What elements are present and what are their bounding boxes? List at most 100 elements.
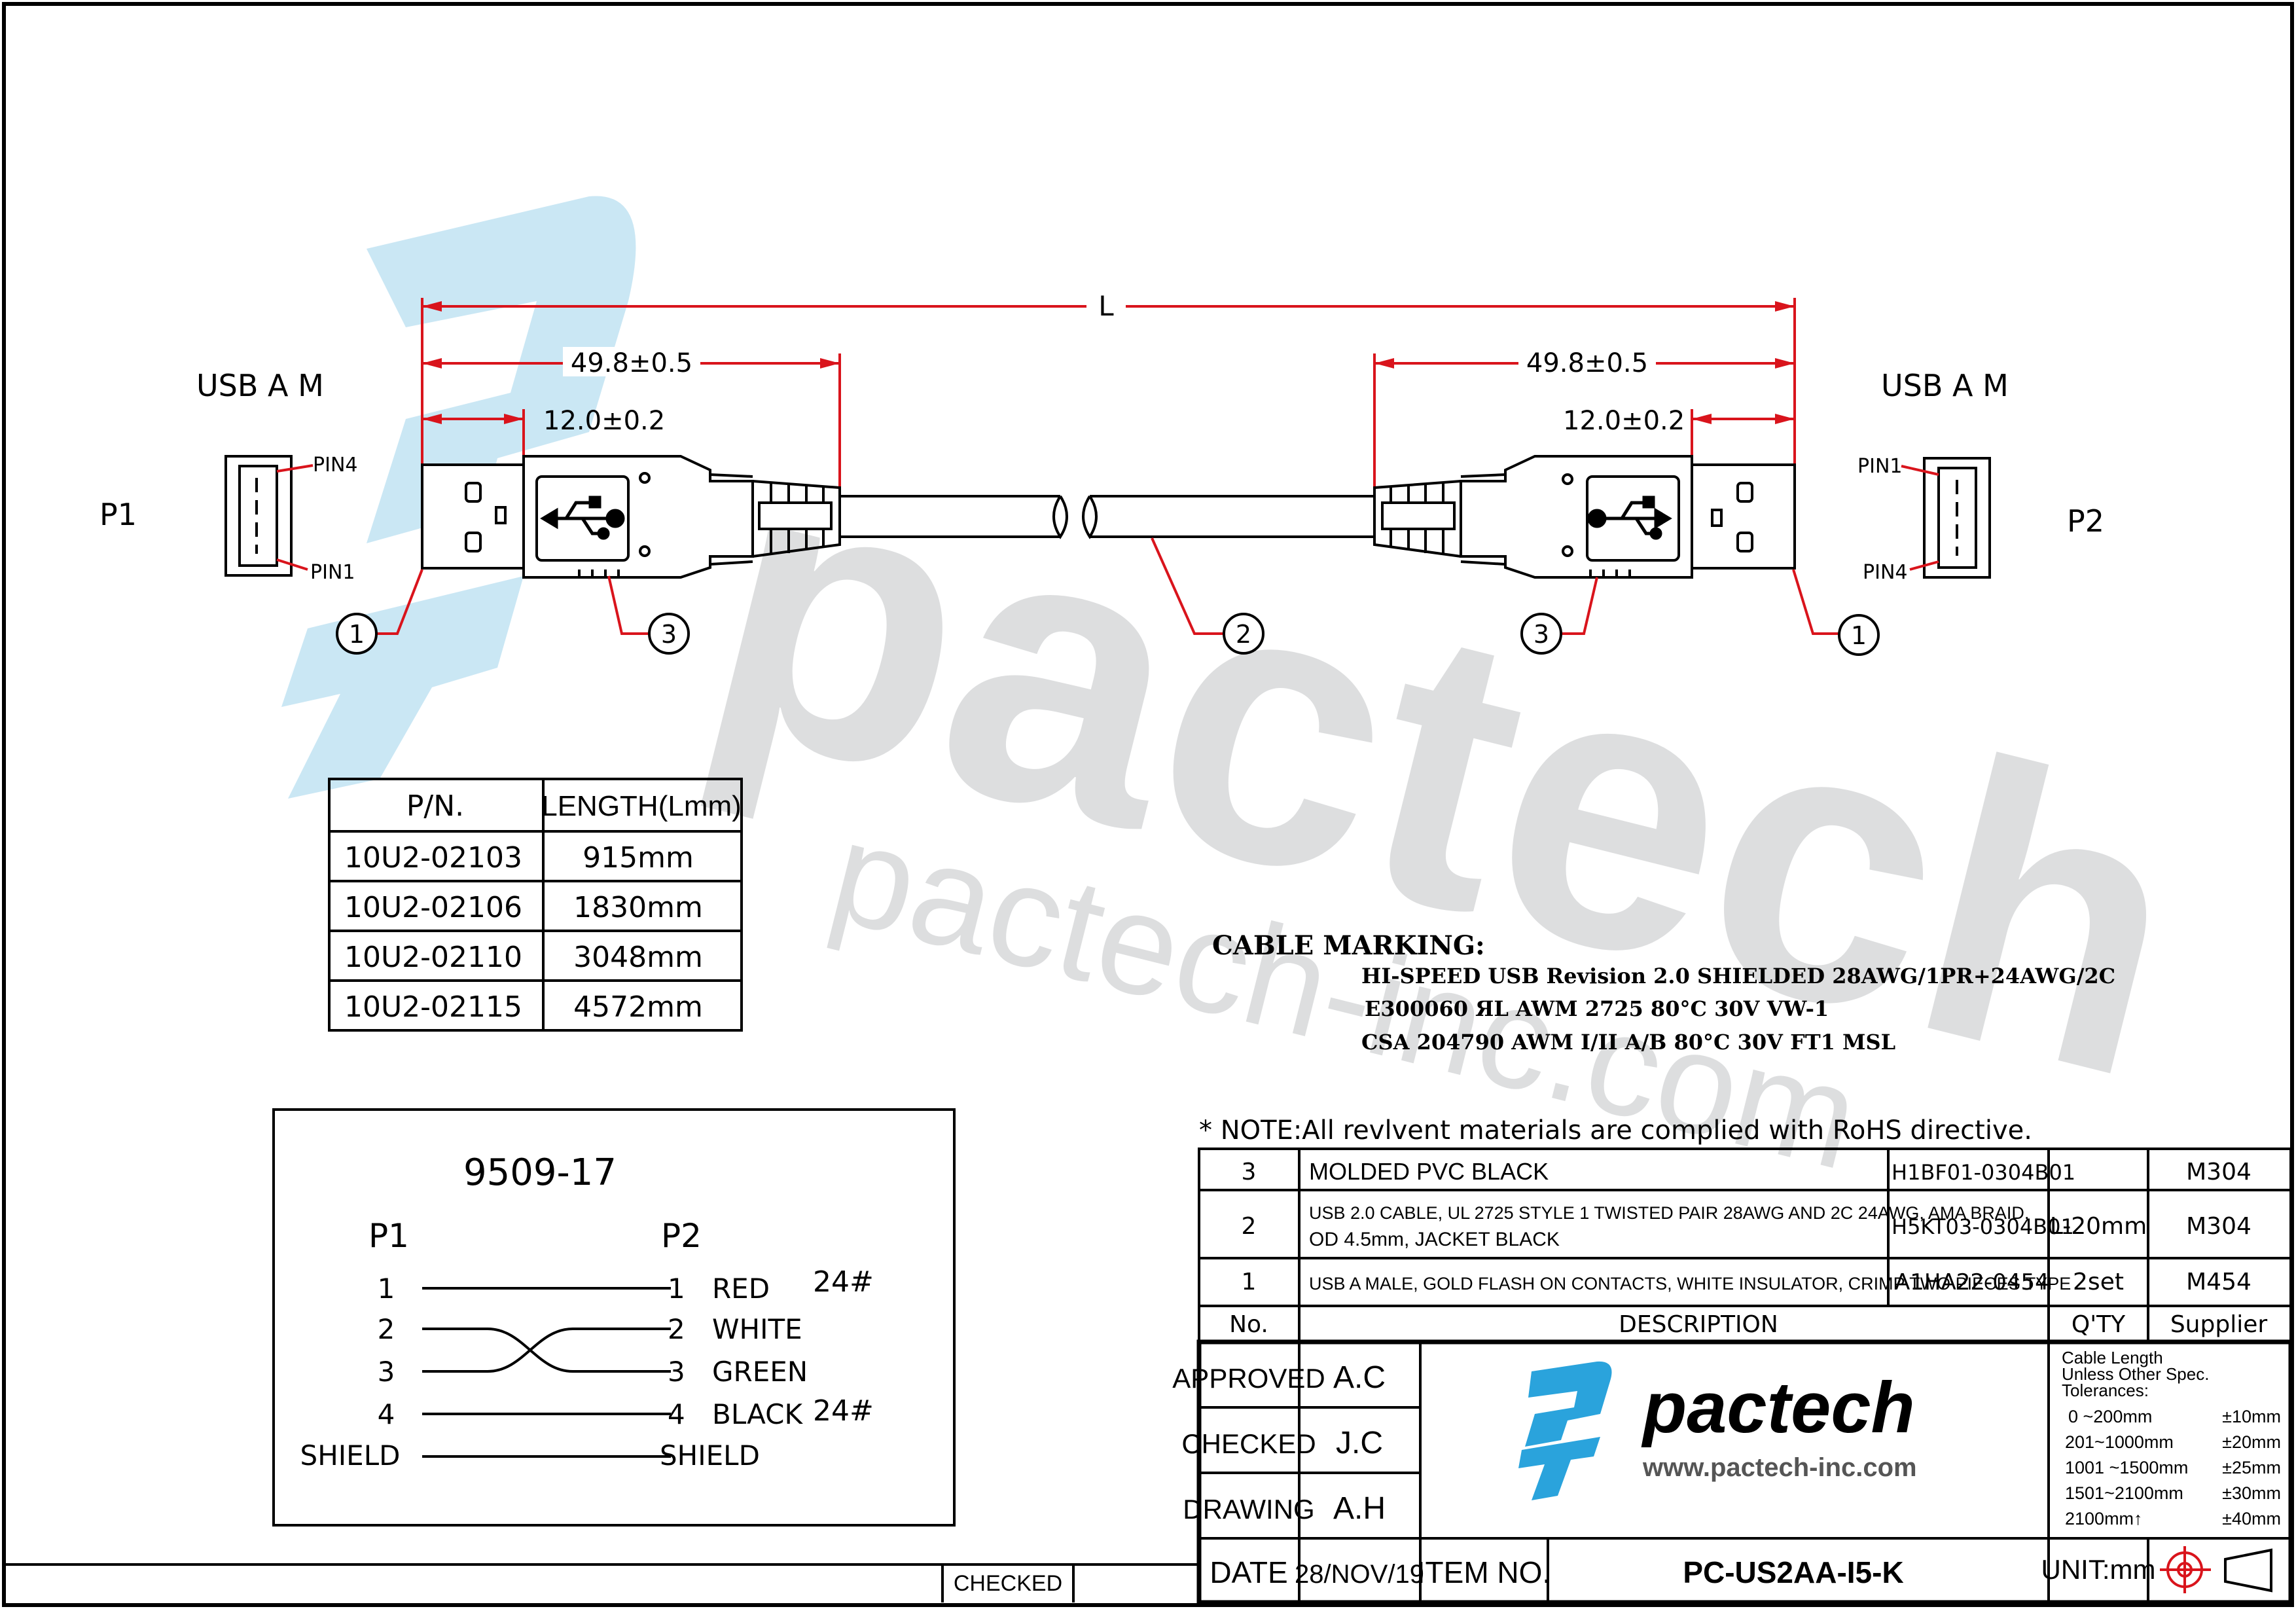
checked-value: J.C xyxy=(1336,1426,1383,1460)
projection-symbol-icon xyxy=(2160,1546,2272,1593)
usb-icon xyxy=(540,496,625,540)
bom-header-qty: Q'TY xyxy=(2072,1311,2126,1338)
tolerance-range: 1001 ~1500mm xyxy=(2065,1458,2188,1477)
left-end-view xyxy=(224,455,314,577)
length-table-pn: 10U2-02106 xyxy=(344,891,522,924)
rohs-note: * NOTE:All revlvent materials are compli… xyxy=(1199,1115,2032,1146)
wiring-title: 9509-17 xyxy=(463,1151,617,1194)
date-label: DATE xyxy=(1210,1555,1287,1589)
tolerance-value: ±25mm xyxy=(2222,1458,2281,1477)
dim-left-long: 49.8±0.5 xyxy=(571,348,692,378)
wire-color: GREEN xyxy=(712,1356,808,1388)
approved-value: A.C xyxy=(1333,1360,1386,1395)
date-value: 28/NOV/19 xyxy=(1295,1560,1424,1589)
length-table-pn: 10U2-02110 xyxy=(344,941,522,974)
length-table xyxy=(328,778,743,1032)
bom-description: MOLDED PVC BLACK xyxy=(1309,1158,1549,1185)
bom-header-no: No. xyxy=(1229,1311,1268,1338)
length-table-header-pn: P/N. xyxy=(406,789,464,823)
dim-overall-length: L xyxy=(1098,290,1114,322)
bom-description-line2: OD 4.5mm, JACKET BLACK xyxy=(1309,1229,1560,1250)
wiring-left-pin: 1 xyxy=(378,1273,395,1305)
item-no-label: ITEM NO. xyxy=(1417,1555,1551,1589)
item-no-value: PC-US2AA-I5-K xyxy=(1683,1555,1903,1589)
tolerance-value: ±20mm xyxy=(2222,1432,2281,1452)
wire-gauge: 24# xyxy=(813,1265,874,1299)
dim-right-short: 12.0±0.2 xyxy=(1563,406,1685,436)
wiring-diagram xyxy=(272,1108,956,1527)
wire-color: WHITE xyxy=(712,1313,802,1345)
bom-no: 3 xyxy=(1242,1159,1257,1185)
unit-label: UNIT:mm xyxy=(2041,1554,2156,1585)
length-table-length: 915mm xyxy=(583,841,694,875)
wire-gauge: 24# xyxy=(813,1394,874,1428)
length-table-header-length: LENGTH(Lmm) xyxy=(541,790,742,822)
wiring-left-pin: 3 xyxy=(378,1356,395,1388)
bom-supplier: M454 xyxy=(2186,1269,2251,1295)
company-name: pactech xyxy=(1641,1367,1915,1448)
wiring-right-pin: 3 xyxy=(668,1356,685,1388)
wire-color: BLACK xyxy=(712,1398,803,1430)
right-connector-type: USB A M xyxy=(1881,368,2009,403)
length-table-length: 3048mm xyxy=(573,941,703,974)
bom-header-description: DESCRIPTION xyxy=(1619,1311,1778,1338)
balloon-right-plug: 1 xyxy=(1851,621,1867,650)
wiring-left-shield: SHIELD xyxy=(300,1439,401,1472)
pactech-logo-icon xyxy=(1518,1361,1612,1500)
tolerance-title: Unless Other Spec. xyxy=(2062,1364,2209,1384)
balloon-left-mold: 3 xyxy=(661,620,677,649)
cable-marking-line: HI-SPEED USB Revision 2.0 SHIELDED 28AWG… xyxy=(1361,964,2115,988)
wiring-p1-label: P1 xyxy=(368,1217,409,1255)
wiring-right-pin: 1 xyxy=(668,1273,685,1305)
balloon-leaders xyxy=(376,537,1839,635)
bom-description: USB A MALE, GOLD FLASH ON CONTACTS, WHIT… xyxy=(1309,1274,2071,1293)
length-table-pn: 10U2-02115 xyxy=(344,990,522,1024)
checked-label: CHECKED xyxy=(1181,1428,1316,1459)
bom-qty: L-20mm xyxy=(2050,1213,2147,1240)
right-usb-plug xyxy=(1082,455,1796,579)
wiring-left-pin: 2 xyxy=(378,1313,395,1345)
length-table-length: 4572mm xyxy=(573,990,703,1024)
bom-description: USB 2.0 CABLE, UL 2725 STYLE 1 TWISTED P… xyxy=(1309,1203,2029,1223)
wiring-right-shield: SHIELD xyxy=(660,1439,760,1472)
tolerance-value: ±30mm xyxy=(2222,1483,2281,1503)
cable-marking-line: E300060 ЯL AWM 2725 80°C 30V VW-1 xyxy=(1365,996,1829,1021)
bom-header-supplier: Supplier xyxy=(2170,1311,2268,1338)
balloon-left-plug: 1 xyxy=(349,620,365,649)
title-block xyxy=(4,1339,2293,1605)
dim-right-long: 49.8±0.5 xyxy=(1526,348,1648,378)
bom-no: 2 xyxy=(1242,1213,1257,1240)
bom-pn: H5KT03-0304B01 xyxy=(1892,1214,2074,1239)
cable-marking-line: CSA 204790 AWM I/II A/B 80°C 30V FT1 MSL xyxy=(1361,1030,1895,1055)
bottom-checked-label: CHECKED xyxy=(954,1571,1062,1596)
wiring-p2-label: P2 xyxy=(661,1217,702,1255)
usb-icon xyxy=(1587,496,1672,540)
watermark: pactech pactech-inc.com xyxy=(281,196,2219,1200)
tolerance-title: Tolerances: xyxy=(2062,1381,2149,1400)
wiring-right-pin: 2 xyxy=(668,1313,685,1345)
balloons xyxy=(336,613,1880,656)
drawing-value: A.H xyxy=(1333,1491,1386,1526)
bom-no: 1 xyxy=(1242,1269,1257,1295)
bom-qty: 2set xyxy=(2073,1269,2124,1295)
wiring-right-pin: 4 xyxy=(668,1398,685,1430)
cable-marking-title: CABLE MARKING: xyxy=(1212,930,1485,961)
tolerance-value: ±10mm xyxy=(2222,1407,2281,1426)
bom-pn: H1BF01-0304B01 xyxy=(1892,1160,2075,1185)
wiring-left-pin: 4 xyxy=(378,1398,395,1430)
bom-supplier: M304 xyxy=(2186,1159,2251,1185)
left-pin-top: PIN4 xyxy=(313,454,357,477)
approved-label: APPROVED xyxy=(1172,1363,1325,1394)
balloon-cable: 2 xyxy=(1236,620,1251,649)
tolerance-range: 201~1000mm xyxy=(2065,1432,2174,1452)
right-pin-top: PIN1 xyxy=(1857,455,1902,478)
right-end-view xyxy=(1901,457,1991,579)
length-table-length: 1830mm xyxy=(573,891,703,924)
tolerance-range: 1501~2100mm xyxy=(2065,1483,2183,1503)
right-pin-bottom: PIN4 xyxy=(1863,561,1907,584)
left-pin-bottom: PIN1 xyxy=(310,561,355,584)
left-connector-name: P1 xyxy=(99,497,137,532)
dim-left-short: 12.0±0.2 xyxy=(543,406,665,436)
left-usb-plug xyxy=(421,455,1068,579)
